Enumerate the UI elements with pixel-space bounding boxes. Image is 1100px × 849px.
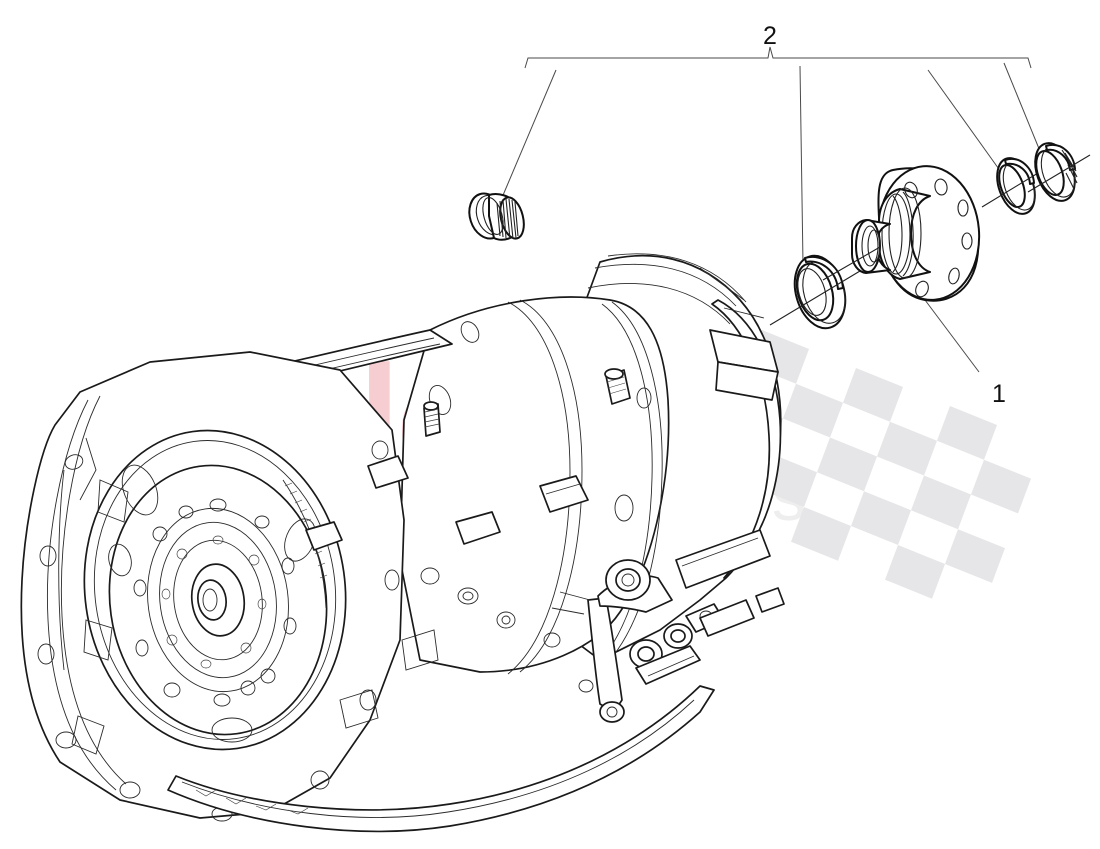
- callout-1-leader: [924, 299, 980, 373]
- output-flange-part: [822, 165, 981, 302]
- callout-2-leader-outer-seal: [1003, 62, 1043, 157]
- callout-2-group: 2: [500, 22, 1043, 265]
- callout-2-bracket: [524, 46, 1032, 69]
- callout-2-leader-shaft-seal: [799, 65, 804, 265]
- inner-seal-ring-part: [981, 157, 1049, 215]
- outer-seal-ring-part: [1027, 142, 1091, 202]
- drain-plug-part: [468, 192, 525, 241]
- callout-2-leader-drain-plug: [500, 69, 557, 201]
- selector-lever: [551, 559, 673, 723]
- callout-2-label: 2: [763, 22, 777, 50]
- callout-1-group: 1: [924, 299, 1006, 408]
- shift-linkage-block: [629, 603, 725, 685]
- callout-2-leader-inner-seal: [927, 69, 1002, 173]
- automatic-transmission-assembly: [20, 253, 785, 833]
- callout-1-label: 1: [992, 380, 1006, 408]
- radial-shaft-seal-part: [769, 254, 866, 330]
